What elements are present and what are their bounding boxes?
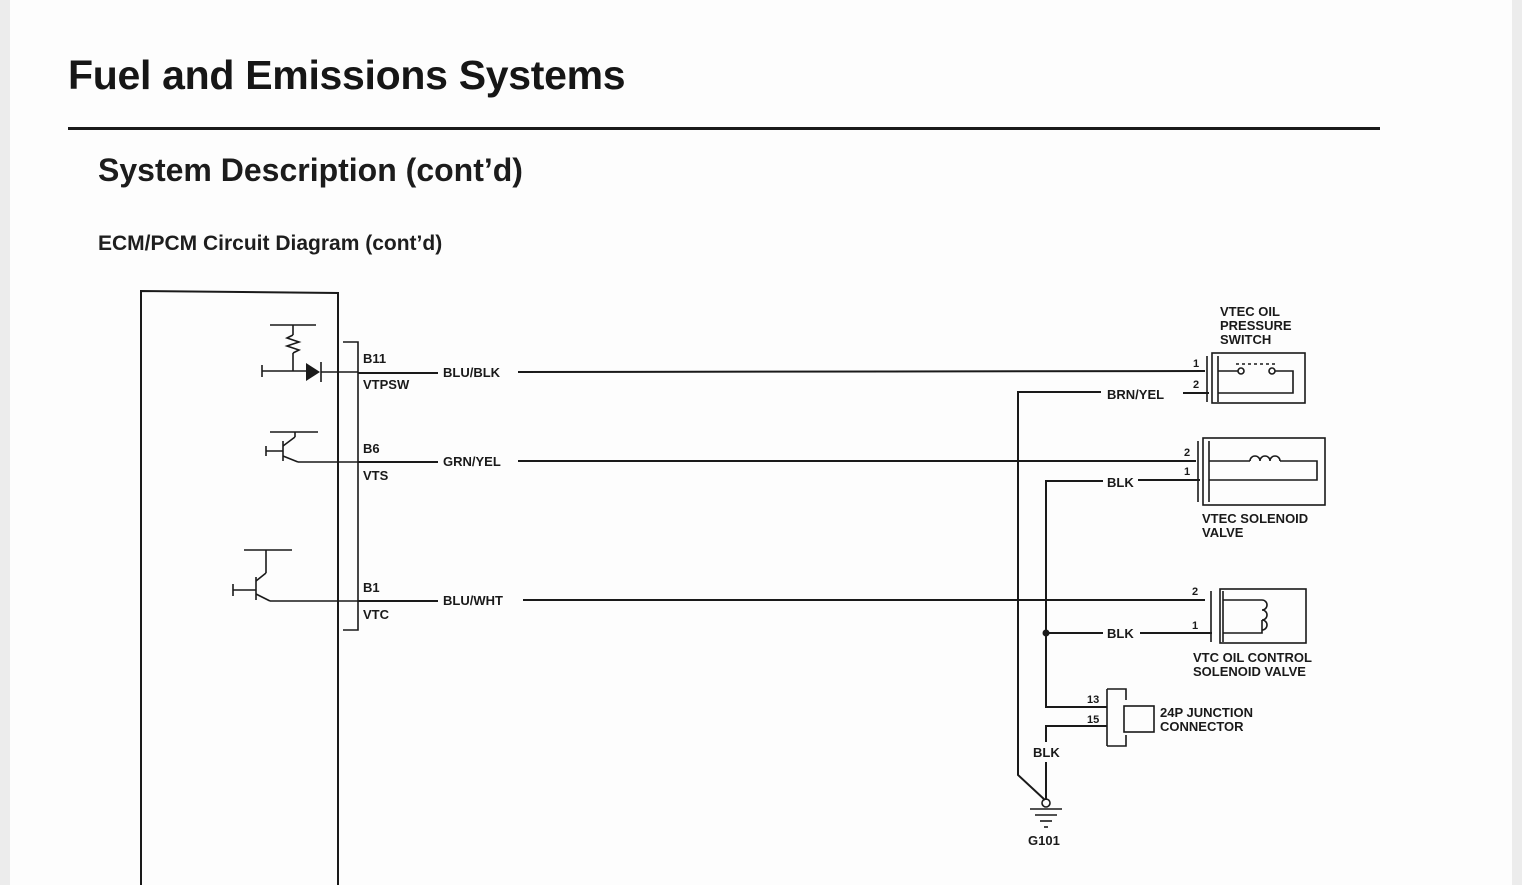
wire-blu-blk	[517, 370, 1206, 373]
manual-page	[10, 0, 1512, 885]
ecm-module-outline	[140, 289, 339, 885]
pin-label-b6: B6	[363, 441, 380, 456]
signal-label-vtpsw: VTPSW	[363, 377, 410, 392]
wire-brn-yel	[1017, 391, 1101, 801]
vtc-transistor-icon	[232, 549, 358, 602]
solenoid-label-line1: VTEC SOLENOID	[1202, 511, 1308, 526]
wire-blk-solenoid	[1045, 480, 1107, 708]
vtec-solenoid-valve: 2 1 VTEC SOLENOID VALVE	[1184, 437, 1326, 540]
terminal-b6: B6 VTS	[363, 441, 389, 483]
junction-label-line1: 24P JUNCTION	[1160, 705, 1253, 720]
vtc-label-line1: VTC OIL CONTROL	[1193, 650, 1312, 665]
switch-label-line2: PRESSURE	[1220, 318, 1292, 333]
ecm-connector-bracket	[343, 341, 359, 631]
solenoid-pin1: 1	[1184, 466, 1190, 478]
wire-label-grn-yel: GRN/YEL	[443, 454, 501, 469]
vtc-pin2: 2	[1192, 586, 1198, 598]
vtc-coil-icon	[1261, 599, 1268, 631]
junction-connector-24p: 13 15 24P JUNCTION CONNECTOR	[1087, 688, 1253, 747]
vtpsw-input-circuit-icon	[261, 324, 358, 382]
splice-point	[1042, 629, 1050, 637]
switch-pin2: 2	[1193, 379, 1199, 391]
title-rule	[68, 127, 1380, 130]
signal-label-vts: VTS	[363, 468, 389, 483]
wire-label-blk-2: BLK	[1107, 626, 1134, 641]
section-heading: System Description (cont’d)	[98, 152, 523, 188]
wire-label-blk-3: BLK	[1033, 745, 1060, 760]
wire-label-brn-yel: BRN/YEL	[1107, 387, 1164, 402]
vtc-pin1: 1	[1192, 620, 1198, 632]
switch-label-line1: VTEC OIL	[1220, 304, 1280, 319]
terminal-b1: B1 VTC	[363, 580, 390, 622]
solenoid-label-line2: VALVE	[1202, 525, 1244, 540]
diagram-heading: ECM/PCM Circuit Diagram (cont’d)	[98, 232, 443, 255]
terminal-b11: B11 VTPSW	[363, 351, 410, 392]
junction-label-line2: CONNECTOR	[1160, 719, 1244, 734]
vts-transistor-icon	[265, 431, 358, 463]
switch-pin1: 1	[1193, 358, 1199, 370]
wire-label-blu-blk: BLU/BLK	[443, 365, 501, 380]
pin-label-b11: B11	[363, 351, 386, 366]
wire-label-blu-wht: BLU/WHT	[443, 593, 503, 608]
wire-label-blk-1: BLK	[1107, 475, 1134, 490]
ground-icon	[1030, 798, 1062, 828]
switch-label-line3: SWITCH	[1220, 332, 1271, 347]
page-title: Fuel and Emissions Systems	[68, 52, 626, 98]
wire-blk-junction	[1045, 725, 1107, 742]
vtec-oil-pressure-switch: VTEC OIL PRESSURE SWITCH 1 2	[1193, 304, 1306, 404]
vtc-label-line2: SOLENOID VALVE	[1193, 664, 1306, 679]
pin-label-b1: B1	[363, 580, 380, 595]
junction-pin15: 15	[1087, 714, 1099, 726]
solenoid-coil-icon	[1249, 455, 1281, 462]
junction-pin13: 13	[1087, 694, 1099, 706]
signal-label-vtc: VTC	[363, 607, 390, 622]
solenoid-pin2: 2	[1184, 447, 1190, 459]
ground-label-g101: G101	[1028, 833, 1060, 848]
